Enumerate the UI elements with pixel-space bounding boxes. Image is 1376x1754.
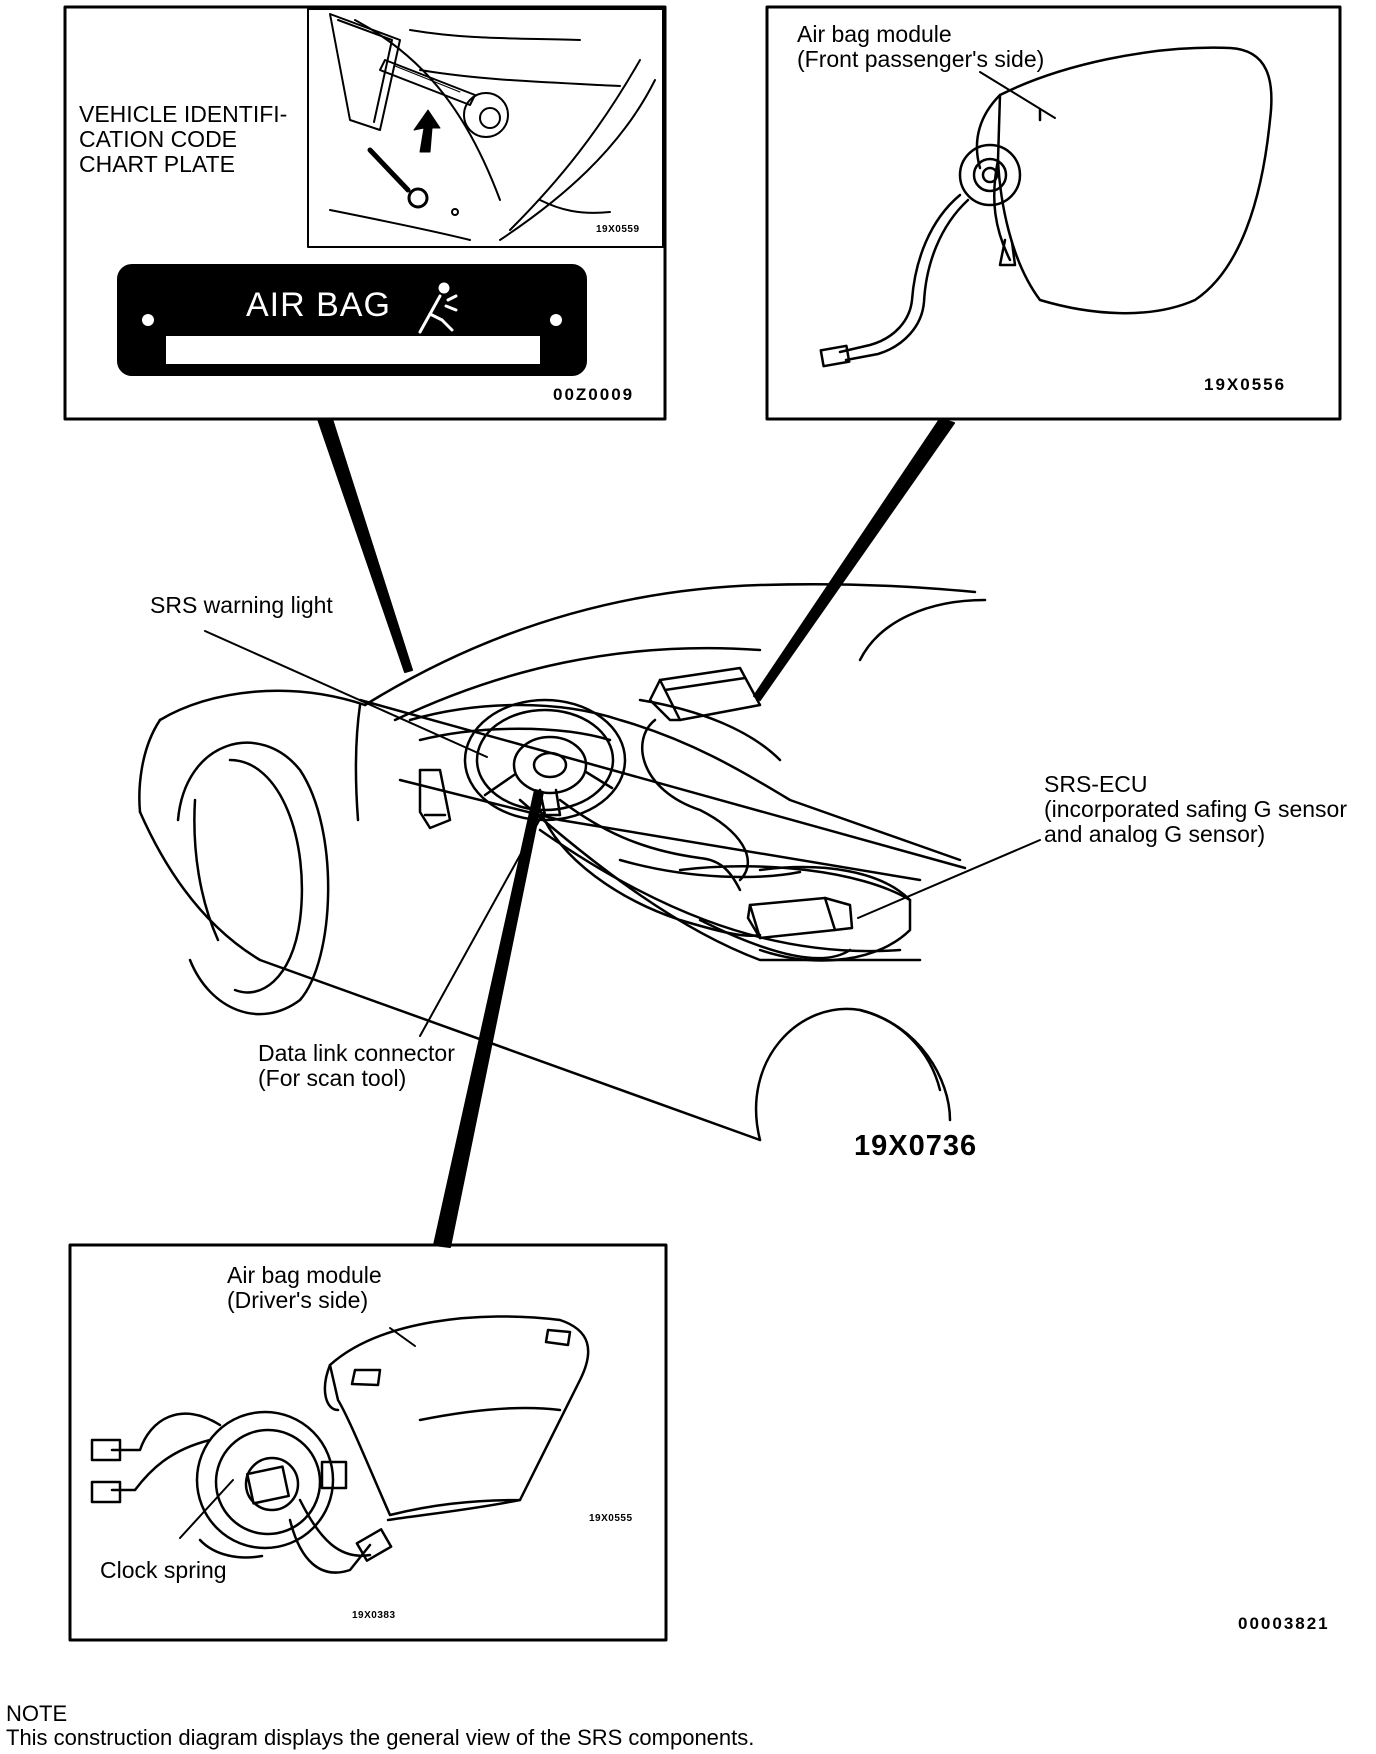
- pointer-to-plate-location: [317, 418, 413, 673]
- arrow-up-icon: [413, 109, 441, 153]
- srs-ecu-label-line-1: SRS-ECU: [1044, 771, 1148, 797]
- plate-label-line-1: VEHICLE IDENTIFI-: [79, 101, 288, 127]
- passenger-module-title-line-1: Air bag module: [797, 21, 952, 47]
- plate-location-inset: [307, 8, 664, 248]
- data-link-label-line-1: Data link connector: [258, 1040, 455, 1066]
- srs-ecu-label-line-3: and analog G sensor): [1044, 821, 1266, 847]
- note-heading: NOTE: [6, 1701, 68, 1726]
- clock-spring-illustration: [90, 1410, 393, 1574]
- driver-module-figure-code: 19X0555: [589, 1513, 633, 1524]
- clock-spring-label: Clock spring: [100, 1557, 227, 1583]
- passenger-airbag-panel: [765, 5, 1342, 421]
- plate-figure-code: 00Z0009: [553, 385, 635, 404]
- srs-ecu-leader: [857, 839, 1041, 919]
- plate-label-line-3: CHART PLATE: [79, 151, 235, 177]
- airbag-occupant-icon: [418, 282, 458, 334]
- pointer-to-driver-module: [433, 789, 544, 1248]
- main-figure-code: 19X0736: [854, 1130, 978, 1162]
- srs-ecu-label-line-2: (incorporated safing G sensor: [1044, 796, 1347, 822]
- driver-module-title-line-1: Air bag module: [227, 1262, 382, 1288]
- srs-warning-light-label: SRS warning light: [150, 592, 333, 618]
- passenger-module-title-line-2: (Front passenger's side): [797, 46, 1045, 72]
- clock-spring-figure-code: 19X0383: [352, 1610, 396, 1621]
- passenger-module-leader: [979, 71, 1056, 119]
- data-link-label-line-2: (For scan tool): [258, 1065, 407, 1091]
- driver-airbag-panel: [68, 1243, 668, 1642]
- overall-figure-code: 00003821: [1238, 1614, 1330, 1633]
- pointer-to-passenger-module: [753, 418, 955, 701]
- vehicle-cutaway-illustration: [138, 582, 987, 1142]
- driver-module-title-line-2: (Driver's side): [227, 1287, 369, 1313]
- passenger-figure-code: 19X0556: [1204, 375, 1287, 394]
- passenger-airbag-module-illustration: [819, 46, 1273, 368]
- plate-label-line-2: CATION CODE: [79, 126, 238, 152]
- note-text: This construction diagram displays the g…: [6, 1725, 755, 1750]
- driver-airbag-module-illustration: [323, 1315, 590, 1522]
- plate-text: AIR BAG: [246, 286, 391, 324]
- windshield-wiper-illustration: [329, 13, 656, 241]
- srs-warning-light-leader: [204, 630, 488, 758]
- clock-spring-leader: [179, 1479, 234, 1539]
- driver-module-leader: [389, 1327, 416, 1347]
- inset-figure-code: 19X0559: [596, 224, 640, 235]
- data-link-connector-leader: [419, 809, 546, 1037]
- vehicle-id-plate-panel: [63, 5, 667, 421]
